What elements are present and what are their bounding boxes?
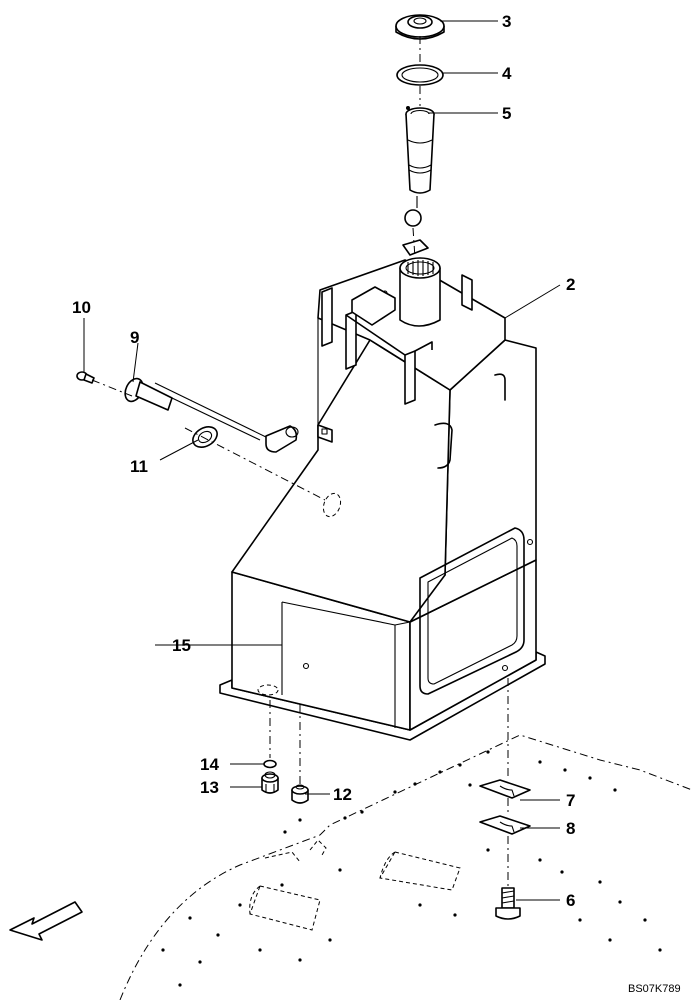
filler-neck	[399, 257, 441, 327]
callout-3: 3	[502, 12, 511, 31]
callout-13: 13	[200, 778, 219, 797]
part-8-shim	[479, 815, 531, 835]
callout-4: 4	[502, 64, 512, 83]
callout-7: 7	[566, 791, 575, 810]
part-14-o-ring	[263, 759, 277, 769]
callout-8: 8	[566, 819, 575, 838]
callout-labels: 2 3 4 5 6 7 8 9 10 11 12 13 14 15	[72, 12, 575, 910]
callout-11: 11	[130, 457, 148, 476]
part-6-mounting-bolt	[495, 887, 521, 920]
callout-14: 14	[200, 755, 219, 774]
part-5-strainer	[404, 106, 435, 227]
part-10-screw	[76, 371, 95, 384]
callout-6: 6	[566, 891, 575, 910]
part-11-gasket	[192, 426, 218, 448]
assembly-axes	[91, 36, 509, 886]
drawing-reference-code: BS07K789	[628, 983, 681, 995]
callout-12: 12	[333, 785, 352, 804]
base-frame	[119, 734, 692, 1000]
part-13-drain-plug	[261, 771, 279, 794]
part-4-gasket	[396, 64, 444, 86]
part-3-filler-cap	[395, 14, 445, 40]
leader-lines	[83, 20, 561, 901]
frame-holes	[161, 750, 662, 987]
part-7-shim	[479, 779, 531, 799]
callout-15: 15	[172, 636, 191, 655]
callout-2: 2	[566, 275, 575, 294]
callout-5: 5	[502, 104, 511, 123]
callout-10: 10	[72, 298, 91, 317]
part-12-bolt	[291, 784, 309, 804]
part-9-fuel-gauge	[124, 377, 299, 453]
tank-brackets	[317, 239, 473, 443]
callout-9: 9	[130, 328, 139, 347]
front-direction-arrow-icon	[9, 901, 83, 941]
